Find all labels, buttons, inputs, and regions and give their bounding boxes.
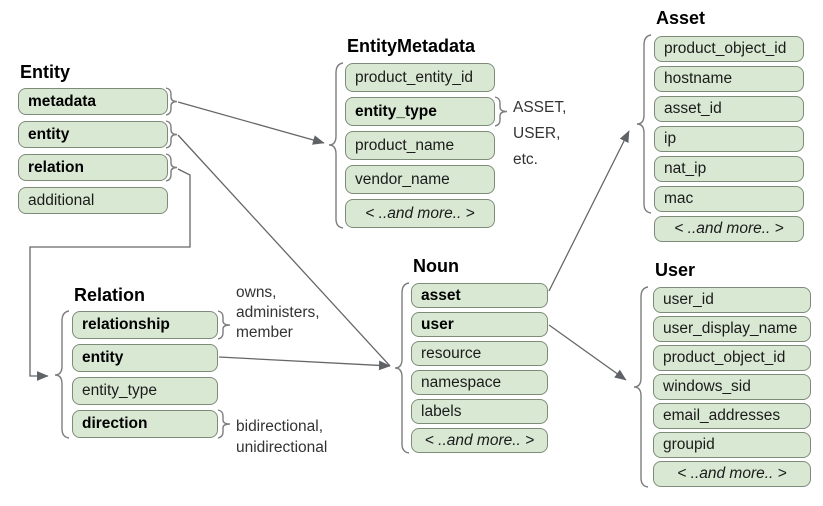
arrow-relation-field-to-relation-table <box>29 168 191 381</box>
user-table-title: User <box>655 260 696 280</box>
user-field-product-object-id: product_object_id <box>653 345 811 371</box>
annotation-line: owns, <box>236 284 277 301</box>
relation-field-entity-type: entity_type <box>72 377 218 405</box>
arrow-relation-entity-to-noun <box>218 356 391 371</box>
noun-left-brace <box>394 282 410 454</box>
relation-left-brace <box>54 310 70 439</box>
user-left-brace <box>633 286 649 488</box>
relation-table: Relation relationship entity entity_type… <box>72 285 218 443</box>
user-field-user-display-name: user_display_name <box>653 316 811 342</box>
noun-field-namespace: namespace <box>411 370 548 395</box>
asset-table-title: Asset <box>656 8 706 28</box>
noun-table: Noun asset user resource namespace label… <box>411 256 548 457</box>
noun-table-title: Noun <box>413 256 459 276</box>
em-field-vendor-name: vendor_name <box>345 165 495 194</box>
em-field-and-more: < ..and more.. > <box>345 199 495 228</box>
relationship-values-annotation: owns, administers, member <box>236 283 320 343</box>
asset-field-hostname: hostname <box>654 66 804 92</box>
relation-field-direction: direction <box>72 410 218 438</box>
noun-field-labels: labels <box>411 399 548 424</box>
user-field-groupid: groupid <box>653 432 811 458</box>
asset-table: Asset product_object_id hostname asset_i… <box>654 8 804 246</box>
entity-table: Entity metadata entity relation addition… <box>18 62 168 220</box>
direction-values-annotation: bidirectional, unidirectional <box>236 416 327 458</box>
entity-type-values-annotation: ASSET, USER, etc. <box>513 95 566 173</box>
arrow-noun-user-to-user <box>548 324 627 381</box>
arrow-noun-asset-to-asset <box>548 130 630 292</box>
arrow-metadata-to-entitymetadata <box>177 101 325 145</box>
relationship-field-bracket <box>217 310 231 340</box>
annotation-line: administers, <box>236 304 320 321</box>
asset-field-product-object-id: product_object_id <box>654 36 804 62</box>
user-field-user-id: user_id <box>653 287 811 313</box>
asset-left-brace <box>636 34 652 214</box>
noun-field-resource: resource <box>411 341 548 366</box>
asset-field-nat-ip: nat_ip <box>654 156 804 182</box>
annotation-line: USER, <box>513 125 561 142</box>
user-table: User user_id user_display_name product_o… <box>653 260 811 490</box>
metadata-field-bracket <box>165 87 178 116</box>
annotation-line: unidirectional <box>236 439 328 456</box>
entity-field-entity: entity <box>18 121 168 148</box>
em-field-entity-type: entity_type <box>345 97 495 126</box>
relation-table-title: Relation <box>74 285 146 305</box>
em-field-product-entity-id: product_entity_id <box>345 63 495 92</box>
entity-metadata-left-brace <box>328 62 344 229</box>
relation-field-relationship: relationship <box>72 311 218 339</box>
asset-field-ip: ip <box>654 126 804 152</box>
entity-field-metadata: metadata <box>18 88 168 115</box>
entity-table-title: Entity <box>20 62 71 82</box>
user-field-email-addresses: email_addresses <box>653 403 811 429</box>
entity-metadata-table: EntityMetadata product_entity_id entity_… <box>345 36 495 233</box>
asset-field-and-more: < ..and more.. > <box>654 216 804 242</box>
relation-field-bracket <box>165 153 178 182</box>
entity-field-additional: additional <box>18 187 168 214</box>
entity-metadata-table-title: EntityMetadata <box>347 36 476 56</box>
noun-field-and-more: < ..and more.. > <box>411 428 548 453</box>
annotation-line: etc. <box>513 151 538 168</box>
entity-field-relation: relation <box>18 154 168 181</box>
asset-field-mac: mac <box>654 186 804 212</box>
em-field-product-name: product_name <box>345 131 495 160</box>
entity-type-field-bracket <box>494 96 508 127</box>
noun-field-asset: asset <box>411 283 548 308</box>
annotation-line: member <box>236 324 293 341</box>
entity-field-bracket <box>165 120 178 149</box>
asset-field-asset-id: asset_id <box>654 96 804 122</box>
direction-field-bracket <box>217 409 231 439</box>
annotation-line: bidirectional, <box>236 418 324 435</box>
annotation-line: ASSET, <box>513 99 567 116</box>
noun-field-user: user <box>411 312 548 337</box>
user-field-and-more: < ..and more.. > <box>653 461 811 487</box>
user-field-windows-sid: windows_sid <box>653 374 811 400</box>
relation-field-entity: entity <box>72 344 218 372</box>
line-entity-to-noun <box>177 134 391 367</box>
